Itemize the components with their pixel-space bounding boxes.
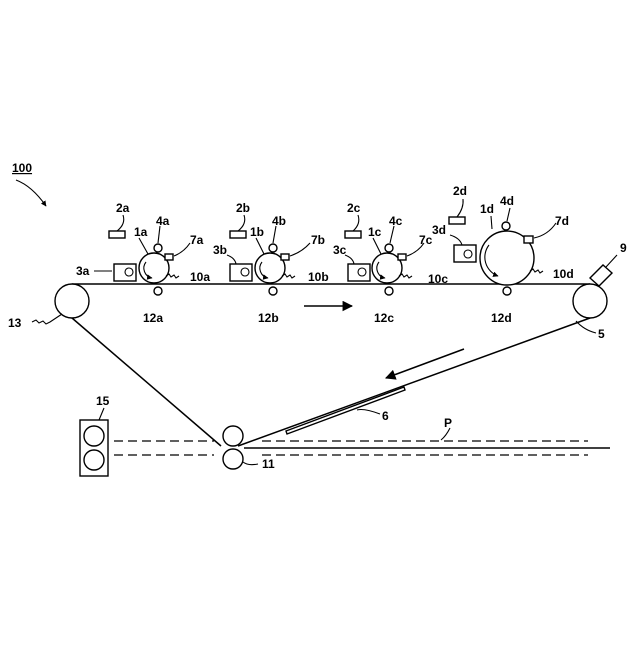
- station-b: [227, 215, 310, 295]
- charger-b: [230, 231, 246, 238]
- label-1d: 1d: [480, 202, 494, 216]
- transfer-belt: [55, 284, 607, 446]
- developer-d: [454, 245, 476, 262]
- charger-c: [345, 231, 361, 238]
- label-3b: 3b: [213, 243, 227, 257]
- belt-sensor: [590, 265, 612, 286]
- label-2a: 2a: [116, 201, 130, 215]
- leader-5: [576, 321, 596, 333]
- label-10b: 10b: [308, 270, 329, 284]
- label-12b: 12b: [258, 311, 279, 325]
- drive-roller: [55, 284, 89, 318]
- label-3c: 3c: [333, 243, 347, 257]
- belt-direction-arrow-lower: [386, 349, 464, 378]
- label-11: 11: [262, 457, 275, 471]
- label-4b: 4b: [272, 214, 286, 228]
- label-12a: 12a: [143, 311, 163, 325]
- label-1b: 1b: [250, 225, 264, 239]
- sensor-d: [502, 222, 510, 230]
- label-12d: 12d: [491, 311, 512, 325]
- label-2b: 2b: [236, 201, 250, 215]
- leader-13: [32, 314, 62, 324]
- label-7c: 7c: [419, 233, 433, 247]
- fuser-unit: [80, 420, 108, 476]
- label-5: 5: [598, 327, 605, 341]
- cleaner-c: [398, 254, 406, 260]
- charger-d: [449, 217, 465, 224]
- figure-number: 100: [12, 161, 32, 175]
- transfer-roller-c: [385, 287, 393, 295]
- label-P: P: [444, 416, 452, 430]
- label-10a: 10a: [190, 270, 210, 284]
- tension-roller: [573, 284, 607, 318]
- label-9: 9: [620, 241, 627, 255]
- cleaner-a: [165, 254, 173, 260]
- sensor-a: [154, 244, 162, 252]
- leader-15: [99, 408, 104, 420]
- label-7b: 7b: [311, 233, 325, 247]
- label-10c: 10c: [428, 272, 448, 286]
- charger-a: [109, 231, 125, 238]
- label-2c: 2c: [347, 201, 361, 215]
- figure-number-arrow: [16, 180, 46, 206]
- label-13: 13: [8, 316, 22, 330]
- developer-c: [348, 264, 370, 281]
- secondary-transfer-roller-lower: [223, 449, 243, 469]
- transfer-roller-d: [503, 287, 511, 295]
- leader-9: [606, 255, 617, 267]
- label-7a: 7a: [190, 233, 204, 247]
- label-1c: 1c: [368, 225, 382, 239]
- secondary-transfer-roller-upper: [223, 426, 243, 446]
- sensor-c: [385, 244, 393, 252]
- label-7d: 7d: [555, 214, 569, 228]
- leader-11: [243, 462, 258, 465]
- label-4a: 4a: [156, 214, 170, 228]
- station-c: [345, 215, 424, 295]
- transfer-roller-b: [269, 287, 277, 295]
- station-d: [449, 199, 556, 295]
- label-3a: 3a: [76, 264, 90, 278]
- label-3d: 3d: [432, 223, 446, 237]
- label-10d: 10d: [553, 267, 574, 281]
- label-12c: 12c: [374, 311, 394, 325]
- sensor-b: [269, 244, 277, 252]
- transfer-roller-a: [154, 287, 162, 295]
- label-4c: 4c: [389, 214, 403, 228]
- cleaner-b: [281, 254, 289, 260]
- label-6: 6: [382, 409, 389, 423]
- label-2d: 2d: [453, 184, 467, 198]
- cleaner-d: [524, 236, 533, 243]
- label-1a: 1a: [134, 225, 148, 239]
- label-4d: 4d: [500, 194, 514, 208]
- label-15: 15: [96, 394, 110, 408]
- leader-6: [357, 410, 380, 415]
